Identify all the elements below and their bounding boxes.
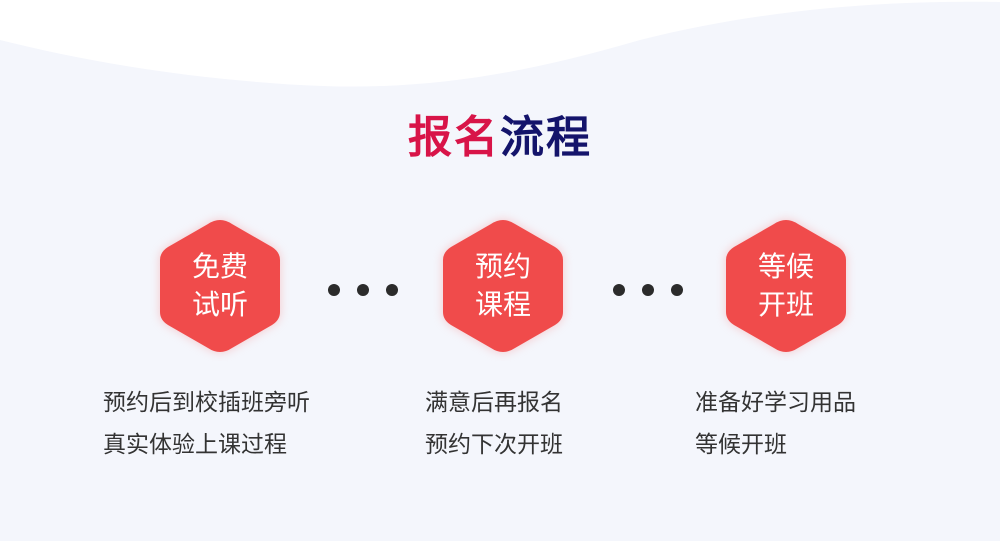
step-await-class: 等候 开班: [722, 216, 850, 356]
step-label-line1: 预约: [474, 250, 531, 283]
step-label-line2: 课程: [474, 288, 531, 321]
ellipsis-dots-icon: [328, 284, 398, 296]
step-label-line1: 等候: [757, 250, 814, 283]
description-line: 预约下次开班: [425, 432, 563, 458]
title-part-2: 流程: [500, 112, 592, 163]
page-title: 报名流程: [0, 110, 1000, 166]
description-line: 满意后再报名: [425, 390, 563, 416]
hexagon-icon: [726, 220, 846, 352]
description-line: 准备好学习用品: [695, 390, 856, 416]
title-part-1: 报名: [408, 112, 500, 163]
wave-decoration: [0, 0, 1000, 87]
description-line: 等候开班: [695, 432, 787, 458]
step-description: 预约后到校插班旁听 真实体验上课过程: [103, 382, 310, 466]
description-line: 真实体验上课过程: [103, 432, 287, 458]
step-book-course: 预约 课程: [439, 216, 567, 356]
step-label-line2: 试听: [191, 288, 248, 321]
step-label-line2: 开班: [757, 288, 814, 321]
step-description: 准备好学习用品 等候开班: [695, 382, 856, 466]
ellipsis-dots-icon: [613, 284, 683, 296]
step-label-line1: 免费: [191, 250, 248, 283]
description-line: 预约后到校插班旁听: [103, 390, 310, 416]
hexagon-icon: [443, 220, 563, 352]
step-description: 满意后再报名 预约下次开班: [425, 382, 563, 466]
step-free-trial: 免费 试听: [156, 216, 284, 356]
hexagon-icon: [160, 220, 280, 352]
